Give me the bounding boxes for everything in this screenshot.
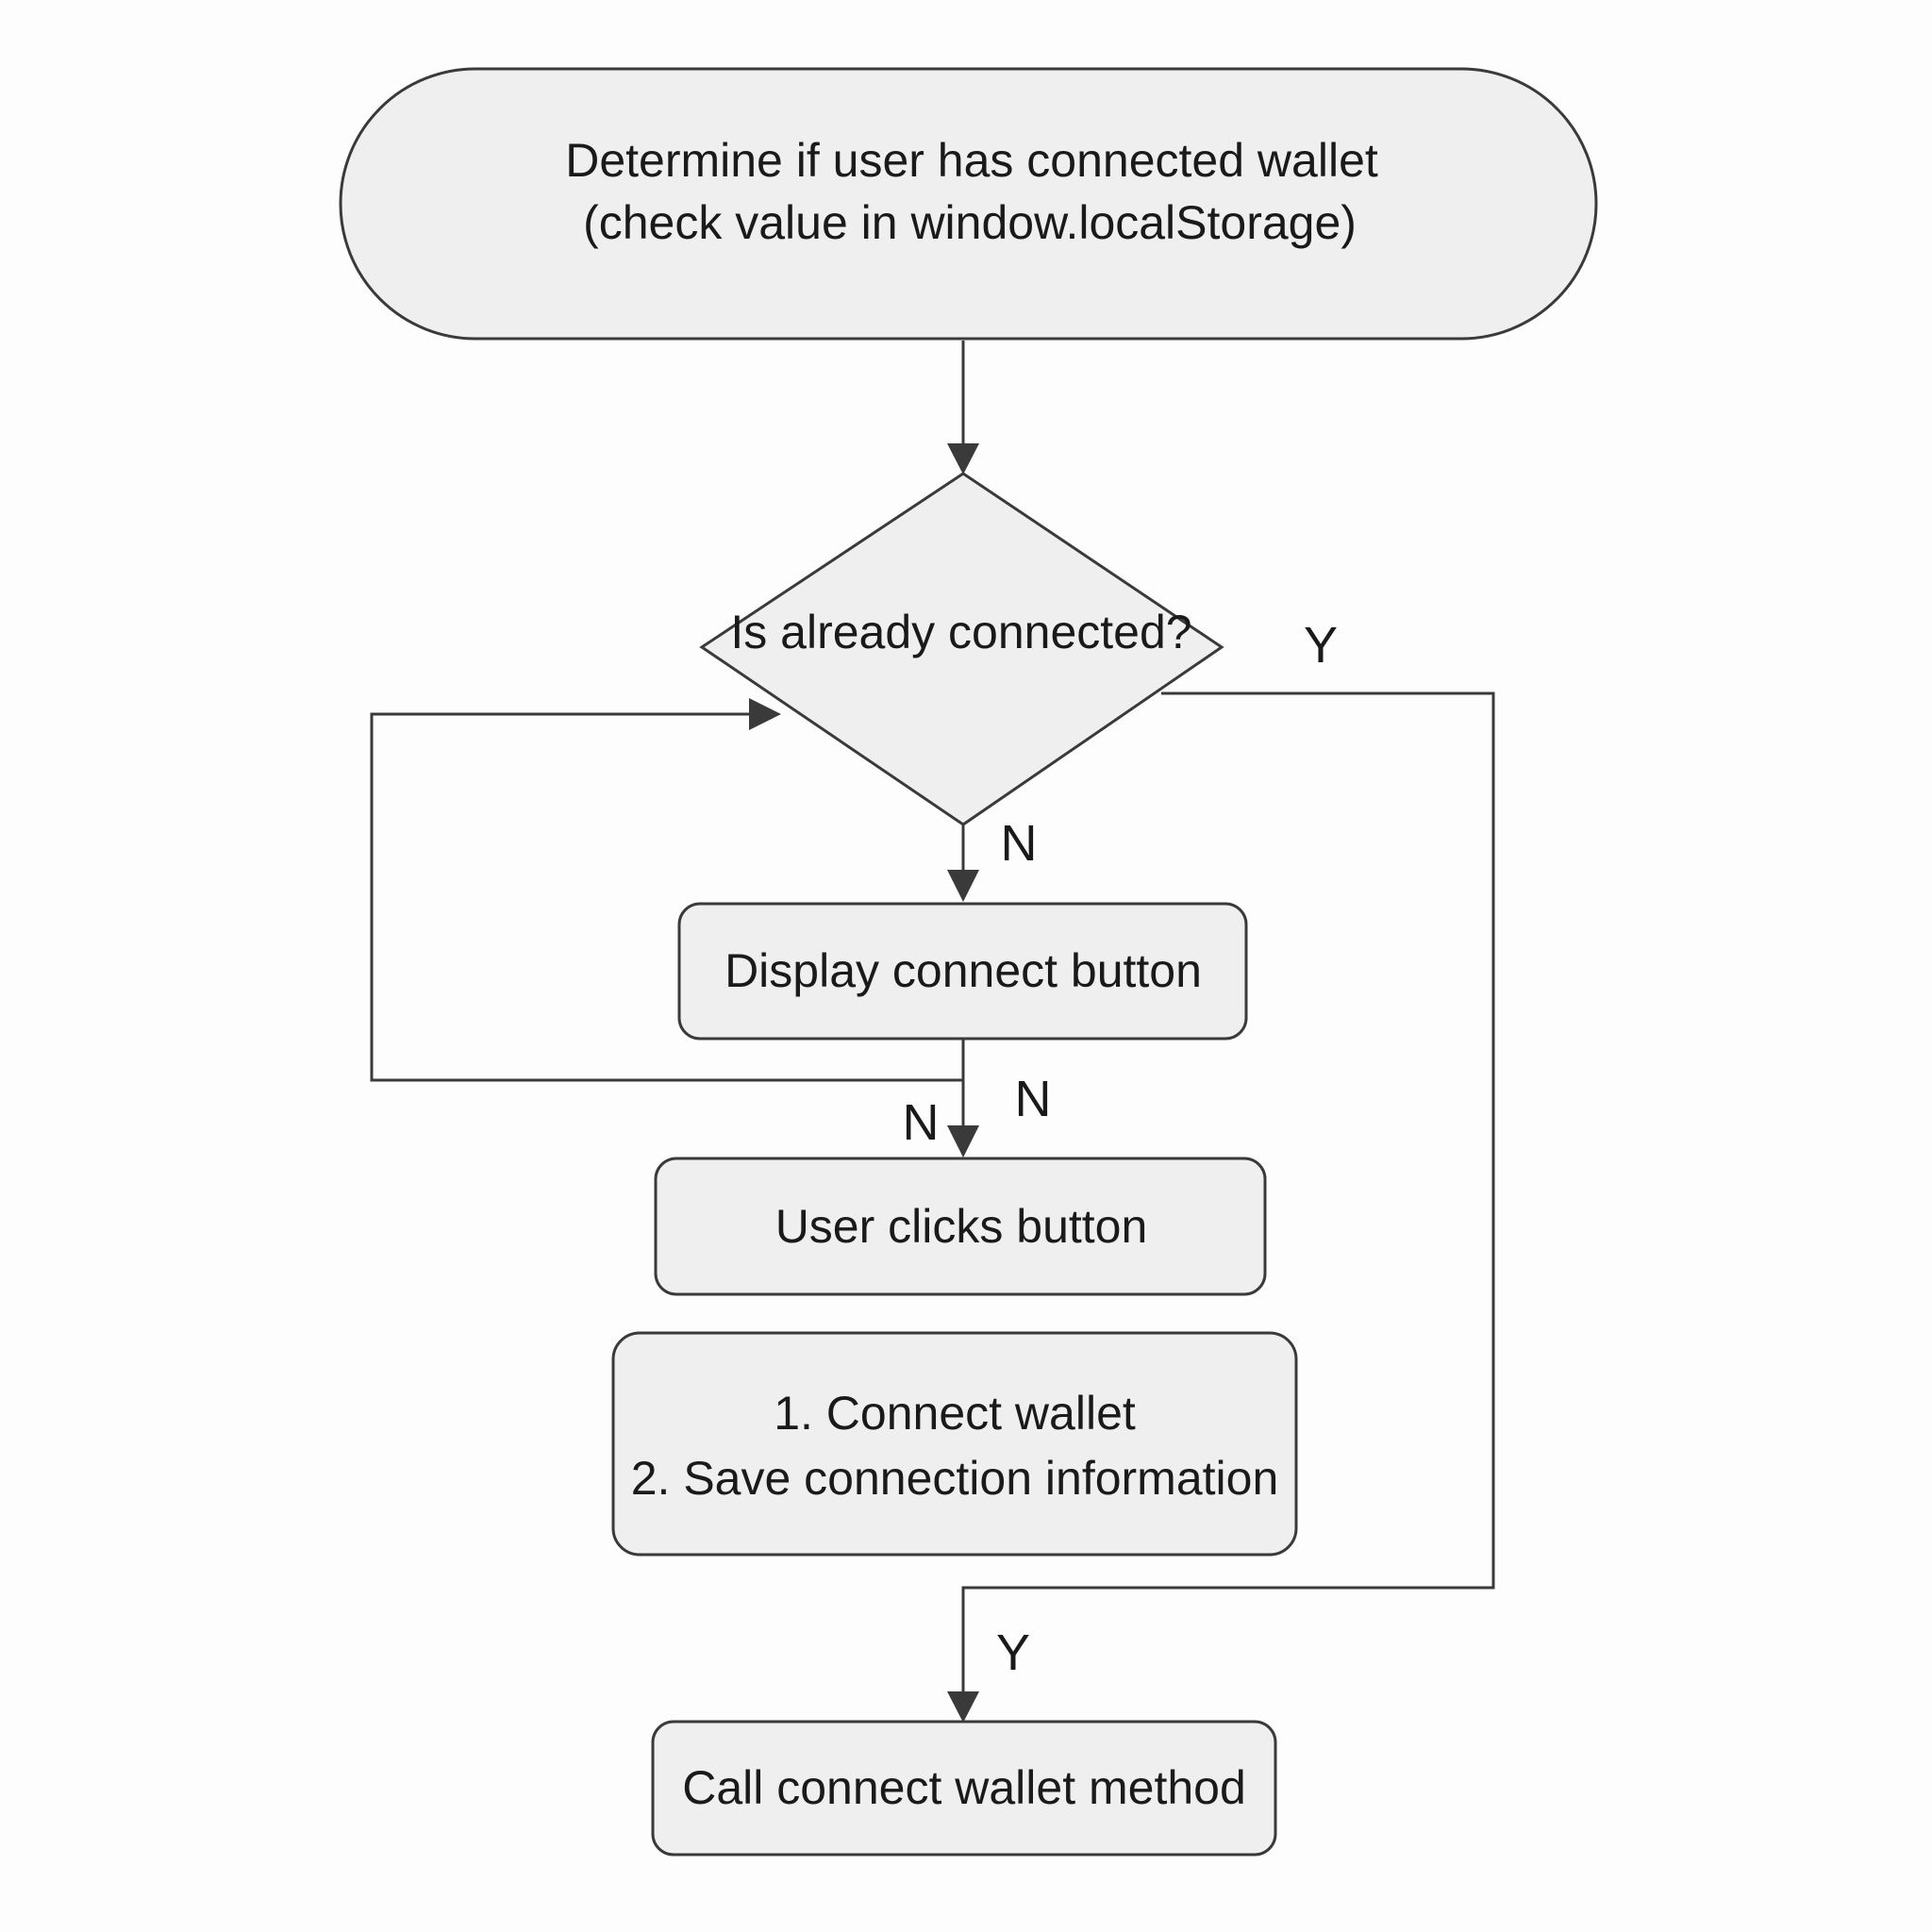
- arrowhead-to-call-method: [947, 1691, 979, 1723]
- call-method-process-shape: [651, 1720, 1277, 1857]
- start-text-line1: Determine if user has connected wallet: [565, 134, 1378, 187]
- connect-save-process-shape: [611, 1331, 1298, 1557]
- label-display-no-right: N: [1015, 1071, 1052, 1127]
- node-decision: Is already connected?: [699, 472, 1224, 826]
- edges: [370, 341, 1495, 1723]
- user-clicks-text: User clicks button: [775, 1200, 1148, 1253]
- label-decision-no: N: [1001, 815, 1038, 872]
- start-text-line2: (check value in window.localStorage): [583, 196, 1357, 249]
- node-user-clicks: User clicks button: [654, 1157, 1267, 1296]
- edge-decision-yes-to-call: [961, 691, 1495, 1696]
- node-connect-save: 1. Connect wallet 2. Save connection inf…: [611, 1331, 1298, 1557]
- node-display-button: Display connect button: [677, 902, 1248, 1041]
- edge-loop-back-to-decision: [370, 712, 963, 1082]
- label-display-no-left: N: [903, 1094, 940, 1151]
- label-to-call-yes: Y: [996, 1624, 1030, 1681]
- connect-save-text-line2: 2. Save connection information: [631, 1452, 1279, 1505]
- connect-save-text-line1: 1. Connect wallet: [774, 1387, 1136, 1440]
- display-button-text: Display connect button: [724, 944, 1202, 997]
- label-decision-yes: Y: [1304, 617, 1338, 674]
- start-terminator-shape: [339, 67, 1598, 341]
- call-method-text: Call connect wallet method: [682, 1761, 1246, 1814]
- decision-diamond-shape: [699, 472, 1224, 826]
- user-clicks-process-shape: [654, 1157, 1267, 1296]
- edge-labels: Y N N N Y: [903, 617, 1339, 1681]
- node-start: Determine if user has connected wallet (…: [339, 67, 1598, 341]
- arrowhead-decision-to-display: [947, 870, 979, 902]
- arrowhead-display-to-user-clicks: [947, 1125, 979, 1158]
- decision-text: Is already connected?: [730, 606, 1191, 658]
- display-button-process-shape: [677, 902, 1248, 1041]
- node-call-method: Call connect wallet method: [651, 1720, 1277, 1857]
- arrowhead-start-to-decision: [947, 443, 979, 475]
- arrowhead-loop-back: [749, 698, 781, 730]
